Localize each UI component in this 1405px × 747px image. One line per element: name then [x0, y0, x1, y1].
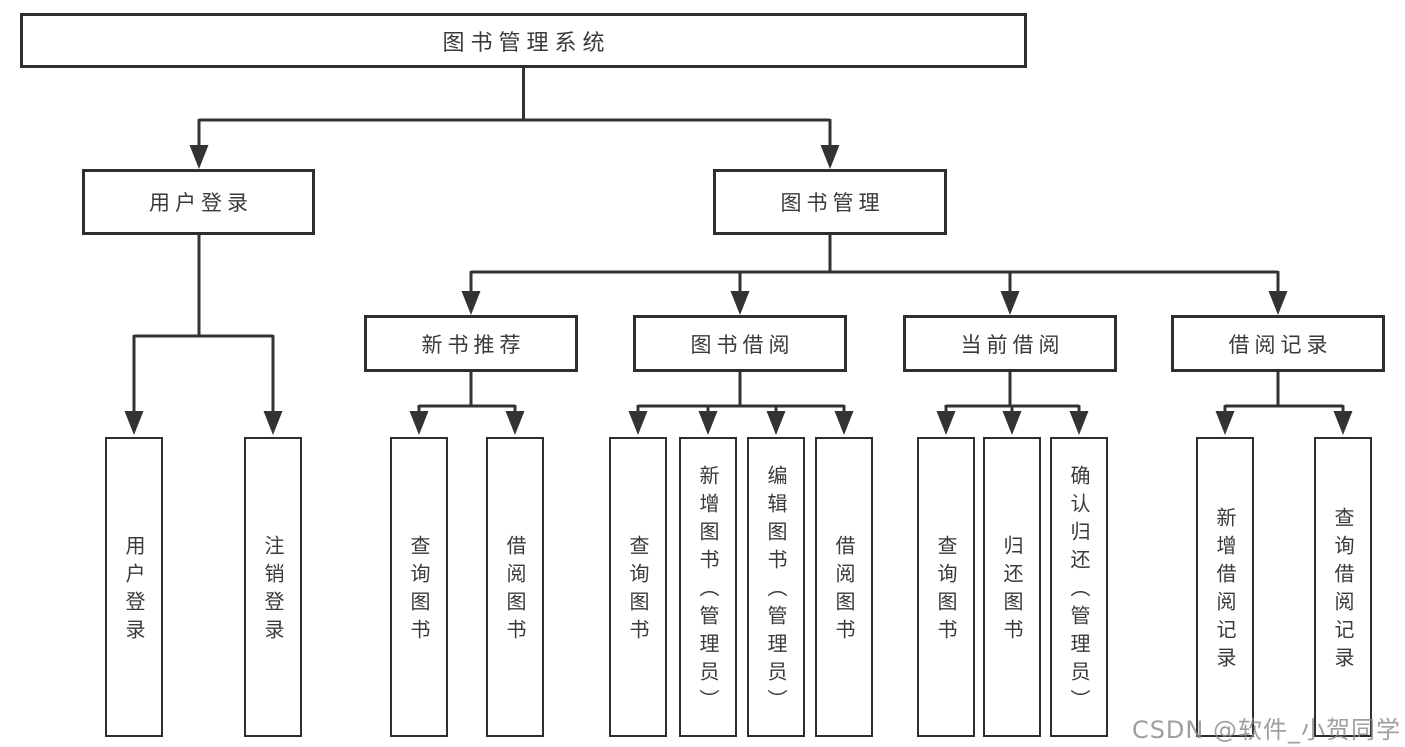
leaf-return-books: 归还图书: [983, 437, 1041, 737]
node-book-management-branch: 图书管理: [713, 169, 947, 235]
node-label: 当前借阅: [960, 332, 1065, 357]
node-user-login-branch: 用户登录: [82, 169, 315, 235]
leaf-query-borrow-record: 查询借阅记录: [1314, 437, 1372, 737]
node-label: 编辑图书（管理员）: [764, 465, 788, 717]
tree-edges: [132, 68, 1345, 416]
node-new-book-recommend: 新书推荐: [364, 315, 578, 372]
node-current-borrowing: 当前借阅: [903, 315, 1117, 372]
node-label: 图书借阅: [690, 332, 795, 357]
leaf-user-login: 用户登录: [105, 437, 163, 737]
node-label: 新增图书（管理员）: [696, 465, 720, 717]
node-label: 新书推荐: [421, 332, 526, 357]
leaf-add-borrow-record: 新增借阅记录: [1196, 437, 1254, 737]
leaf-logout: 注销登录: [244, 437, 302, 737]
leaf-query-books-recommend: 查询图书: [390, 437, 448, 737]
node-root-system: 图书管理系统: [20, 13, 1027, 68]
node-label: 图书管理: [780, 191, 885, 215]
leaf-confirm-return-admin: 确认归还（管理员）: [1050, 437, 1108, 737]
node-label: 借阅记录: [1228, 332, 1333, 357]
leaf-borrow-books-recommend: 借阅图书: [486, 437, 544, 737]
node-book-borrowing: 图书借阅: [633, 315, 847, 372]
node-label: 注销登录: [261, 535, 285, 647]
node-label: 借阅图书: [832, 535, 856, 647]
node-label: 查询图书: [934, 535, 958, 647]
node-borrowing-records: 借阅记录: [1171, 315, 1385, 372]
arrowheads: [124, 145, 1353, 435]
node-label: 归还图书: [1000, 535, 1024, 647]
leaf-edit-books-admin: 编辑图书（管理员）: [747, 437, 805, 737]
node-label: 查询借阅记录: [1331, 507, 1355, 675]
leaf-borrow-books: 借阅图书: [815, 437, 873, 737]
node-label: 图书管理系统: [442, 30, 611, 56]
node-label: 用户登录: [149, 191, 253, 215]
leaf-query-books-current: 查询图书: [917, 437, 975, 737]
node-label: 查询图书: [407, 535, 431, 647]
node-label: 借阅图书: [503, 535, 527, 647]
leaf-add-books-admin: 新增图书（管理员）: [679, 437, 737, 737]
csdn-watermark: CSDN @软件_小贺同学: [1131, 716, 1401, 744]
node-label: 新增借阅记录: [1213, 507, 1237, 675]
leaf-query-books-borrowing: 查询图书: [609, 437, 667, 737]
node-label: 用户登录: [122, 535, 146, 647]
node-label: 查询图书: [626, 535, 650, 647]
node-label: 确认归还（管理员）: [1067, 465, 1091, 717]
